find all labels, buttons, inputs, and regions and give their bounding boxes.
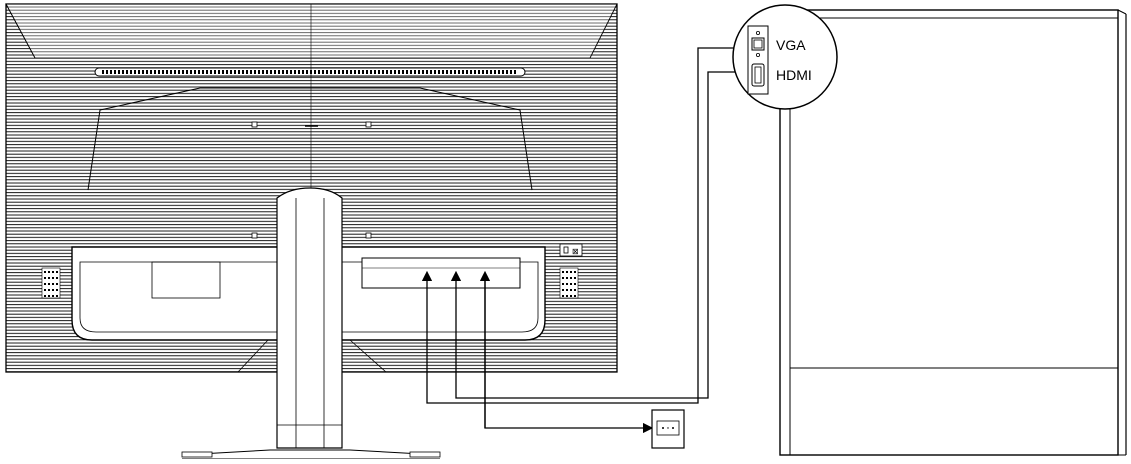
speaker-grille-right [559, 267, 579, 299]
vga-port-icon [751, 30, 765, 58]
power-outlet-icon [651, 409, 685, 449]
computer-tower [779, 9, 1127, 456]
vga-label: VGA [776, 37, 806, 53]
stand-neck [276, 187, 343, 449]
tower-side-panel [789, 17, 1119, 369]
label-plate [151, 261, 221, 299]
port-callout-loupe: VGA HDMI [732, 4, 838, 110]
rear-housing-curve [87, 87, 533, 191]
hdmi-label: HDMI [776, 67, 812, 83]
kensington-lock-icon: ⊠ [559, 243, 583, 257]
hdmi-port-icon [751, 63, 765, 87]
svg-text:⊠: ⊠ [572, 247, 579, 256]
monitor-top-bevel [5, 3, 618, 59]
hdmi-cable [450, 71, 748, 399]
monitor-rear-view: ⊠ [5, 3, 618, 460]
port-panel [361, 257, 521, 289]
vga-cable [421, 47, 748, 404]
cables [421, 47, 748, 434]
tower-front [779, 9, 1119, 456]
speaker-grille-left [41, 267, 61, 299]
